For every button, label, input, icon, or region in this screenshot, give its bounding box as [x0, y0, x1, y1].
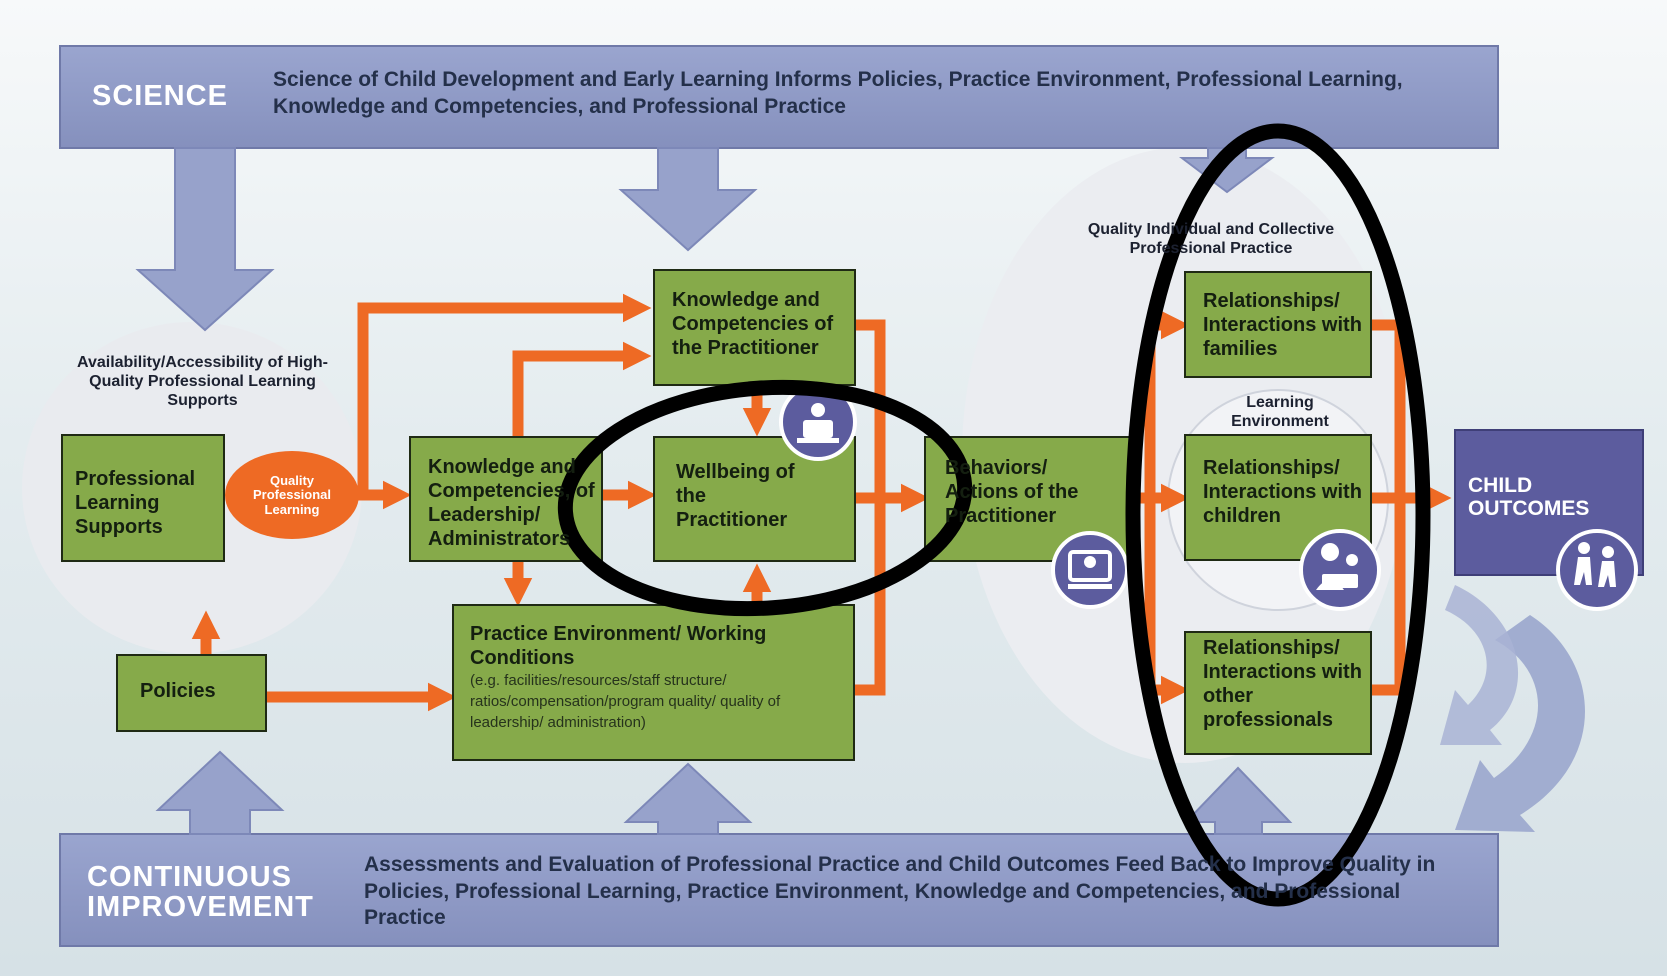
children-walking-icon: [1556, 529, 1638, 611]
adult-child-reading-icon: [1299, 529, 1381, 611]
continuous-improvement-label: CONTINUOUS IMPROVEMENT: [87, 861, 314, 924]
continuous-improvement-text: Assessments and Evaluation of Profession…: [364, 853, 1436, 930]
learning-environment-label: Learning Environment: [1231, 394, 1329, 431]
science-arrow-left: [135, 147, 275, 332]
quality-professional-learning-label: Quality Professional Learning: [252, 473, 332, 517]
ci-arrow-center: [623, 762, 753, 835]
behaviors-label: Behaviors/ Actions of the Practitioner: [945, 457, 1079, 527]
policies-label: Policies: [140, 680, 216, 702]
practice-environment-box: [452, 604, 855, 761]
ci-arrow-right: [1183, 766, 1293, 835]
knowledge-practitioner-label: Knowledge and Competencies of the Practi…: [672, 289, 834, 359]
relationships-professionals-box: [1184, 631, 1372, 755]
knowledge-leadership-label: Knowledge and Competencies, of Leadershi…: [428, 456, 595, 550]
arrow-leadership-to-knowledge: [512, 341, 652, 440]
relationships-families-box: [1184, 271, 1372, 378]
relationships-children-label: Relationships/ Interactions with childre…: [1203, 457, 1362, 527]
annotation-circle-wellbeing: [557, 379, 973, 617]
wellbeing-label: Wellbeing of the Practitioner: [676, 461, 795, 531]
professional-learning-supports-box: [61, 434, 225, 562]
collector-from-knowledge: [855, 319, 886, 696]
science-label: SCIENCE: [92, 80, 228, 112]
outcomes-collector: [1372, 319, 1406, 696]
ci-arrow-left: [155, 750, 285, 835]
science-arrow-right: [1179, 147, 1275, 194]
practice-environment-detail: (e.g. facilities/resources/staff structu…: [470, 672, 781, 731]
professional-learning-supports-label: Professional Learning Supports: [75, 468, 196, 538]
feedback-arrow-outer: [1455, 615, 1585, 832]
science-text: Science of Child Development and Early L…: [273, 68, 1403, 118]
science-arrow-center: [618, 147, 758, 252]
feedback-arrow-inner: [1440, 585, 1519, 745]
practitioner-at-desk-icon: [1051, 531, 1129, 609]
annotation-circle-relationships: [1125, 123, 1431, 907]
child-outcomes-label: CHILD OUTCOMES: [1468, 474, 1590, 521]
quality-professional-learning-pill: [225, 451, 359, 539]
policies-box: [116, 654, 267, 732]
practice-environment-title: Practice Environment/ Working Conditions: [470, 623, 767, 669]
relationships-families-label: Relationships/ Interactions with familie…: [1203, 290, 1362, 360]
relationships-professionals-label: Relationships/ Interactions with other p…: [1203, 637, 1362, 731]
knowledge-practitioner-box: [653, 269, 856, 386]
practitioner-reading-icon: [779, 383, 857, 461]
arrow-pl-to-knowledge: [357, 293, 652, 495]
availability-label: Availability/Accessibility of High-Quali…: [76, 354, 329, 410]
quality-practice-label: Quality Individual and Collective Profes…: [1087, 221, 1335, 258]
